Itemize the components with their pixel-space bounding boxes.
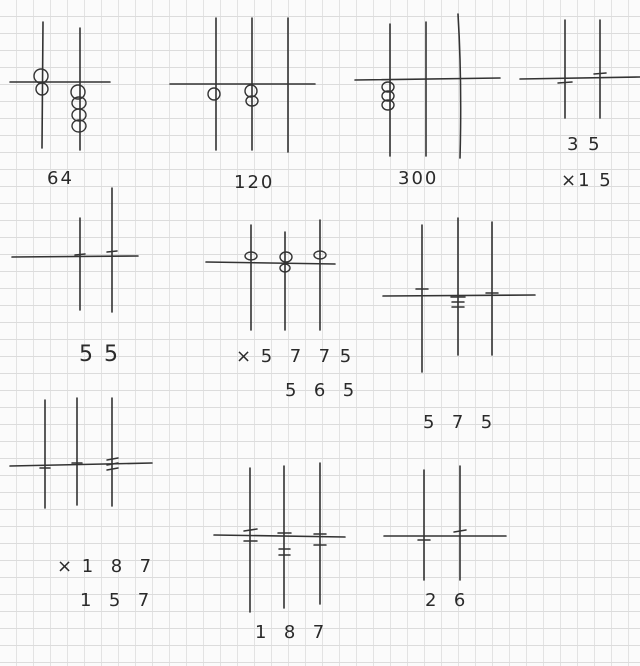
label-565: 5 6 5 bbox=[285, 380, 356, 401]
label-575: 5 7 5 bbox=[423, 412, 494, 433]
tick-mark bbox=[107, 458, 118, 460]
label-64: 64 bbox=[47, 168, 74, 189]
tick-mark bbox=[75, 254, 85, 255]
axis-line bbox=[355, 78, 500, 80]
label-157: 1 5 7 bbox=[80, 590, 151, 611]
label-x187: × 1 8 7 bbox=[57, 556, 153, 577]
label-26: 2 6 bbox=[425, 590, 467, 611]
axis-line bbox=[12, 256, 138, 257]
tick-mark bbox=[558, 82, 572, 83]
bead bbox=[72, 120, 86, 132]
bead bbox=[208, 88, 220, 100]
bead bbox=[72, 109, 86, 121]
sketch-187-result-diagram bbox=[214, 463, 345, 612]
sketch-26-diagram bbox=[384, 466, 506, 580]
bead bbox=[245, 85, 257, 97]
sketch-300-diagram bbox=[355, 14, 500, 158]
sketch-575-result-diagram bbox=[383, 218, 535, 372]
sketch-55-diagram bbox=[12, 188, 138, 312]
label-35: 3 5 bbox=[567, 134, 602, 155]
sketch-575-diagram bbox=[206, 220, 335, 330]
sketch-120-diagram bbox=[170, 18, 315, 152]
sketch-187-diagram bbox=[10, 398, 152, 508]
tick-mark bbox=[107, 468, 118, 470]
sketch-64-diagram bbox=[10, 22, 110, 150]
label-300: 300 bbox=[398, 168, 438, 189]
sketch-35x15-diagram bbox=[520, 20, 640, 118]
axis-line bbox=[520, 77, 640, 79]
label-x15: ×1 5 bbox=[561, 170, 613, 191]
rod-line bbox=[42, 22, 43, 148]
axis-line bbox=[383, 295, 535, 296]
label-x5-775: × 5 7 7 5 bbox=[236, 346, 353, 367]
label-120: 120 bbox=[234, 172, 274, 193]
axis-line bbox=[214, 535, 345, 537]
tick-mark bbox=[454, 530, 466, 532]
tick-mark bbox=[107, 251, 117, 252]
label-55: 5 5 bbox=[79, 342, 120, 367]
rod-line bbox=[458, 14, 461, 158]
bead bbox=[34, 69, 48, 83]
label-187: 1 8 7 bbox=[255, 622, 326, 643]
tick-mark bbox=[594, 73, 606, 74]
tick-mark bbox=[244, 529, 257, 531]
bead bbox=[280, 252, 292, 262]
axis-line bbox=[206, 262, 335, 264]
